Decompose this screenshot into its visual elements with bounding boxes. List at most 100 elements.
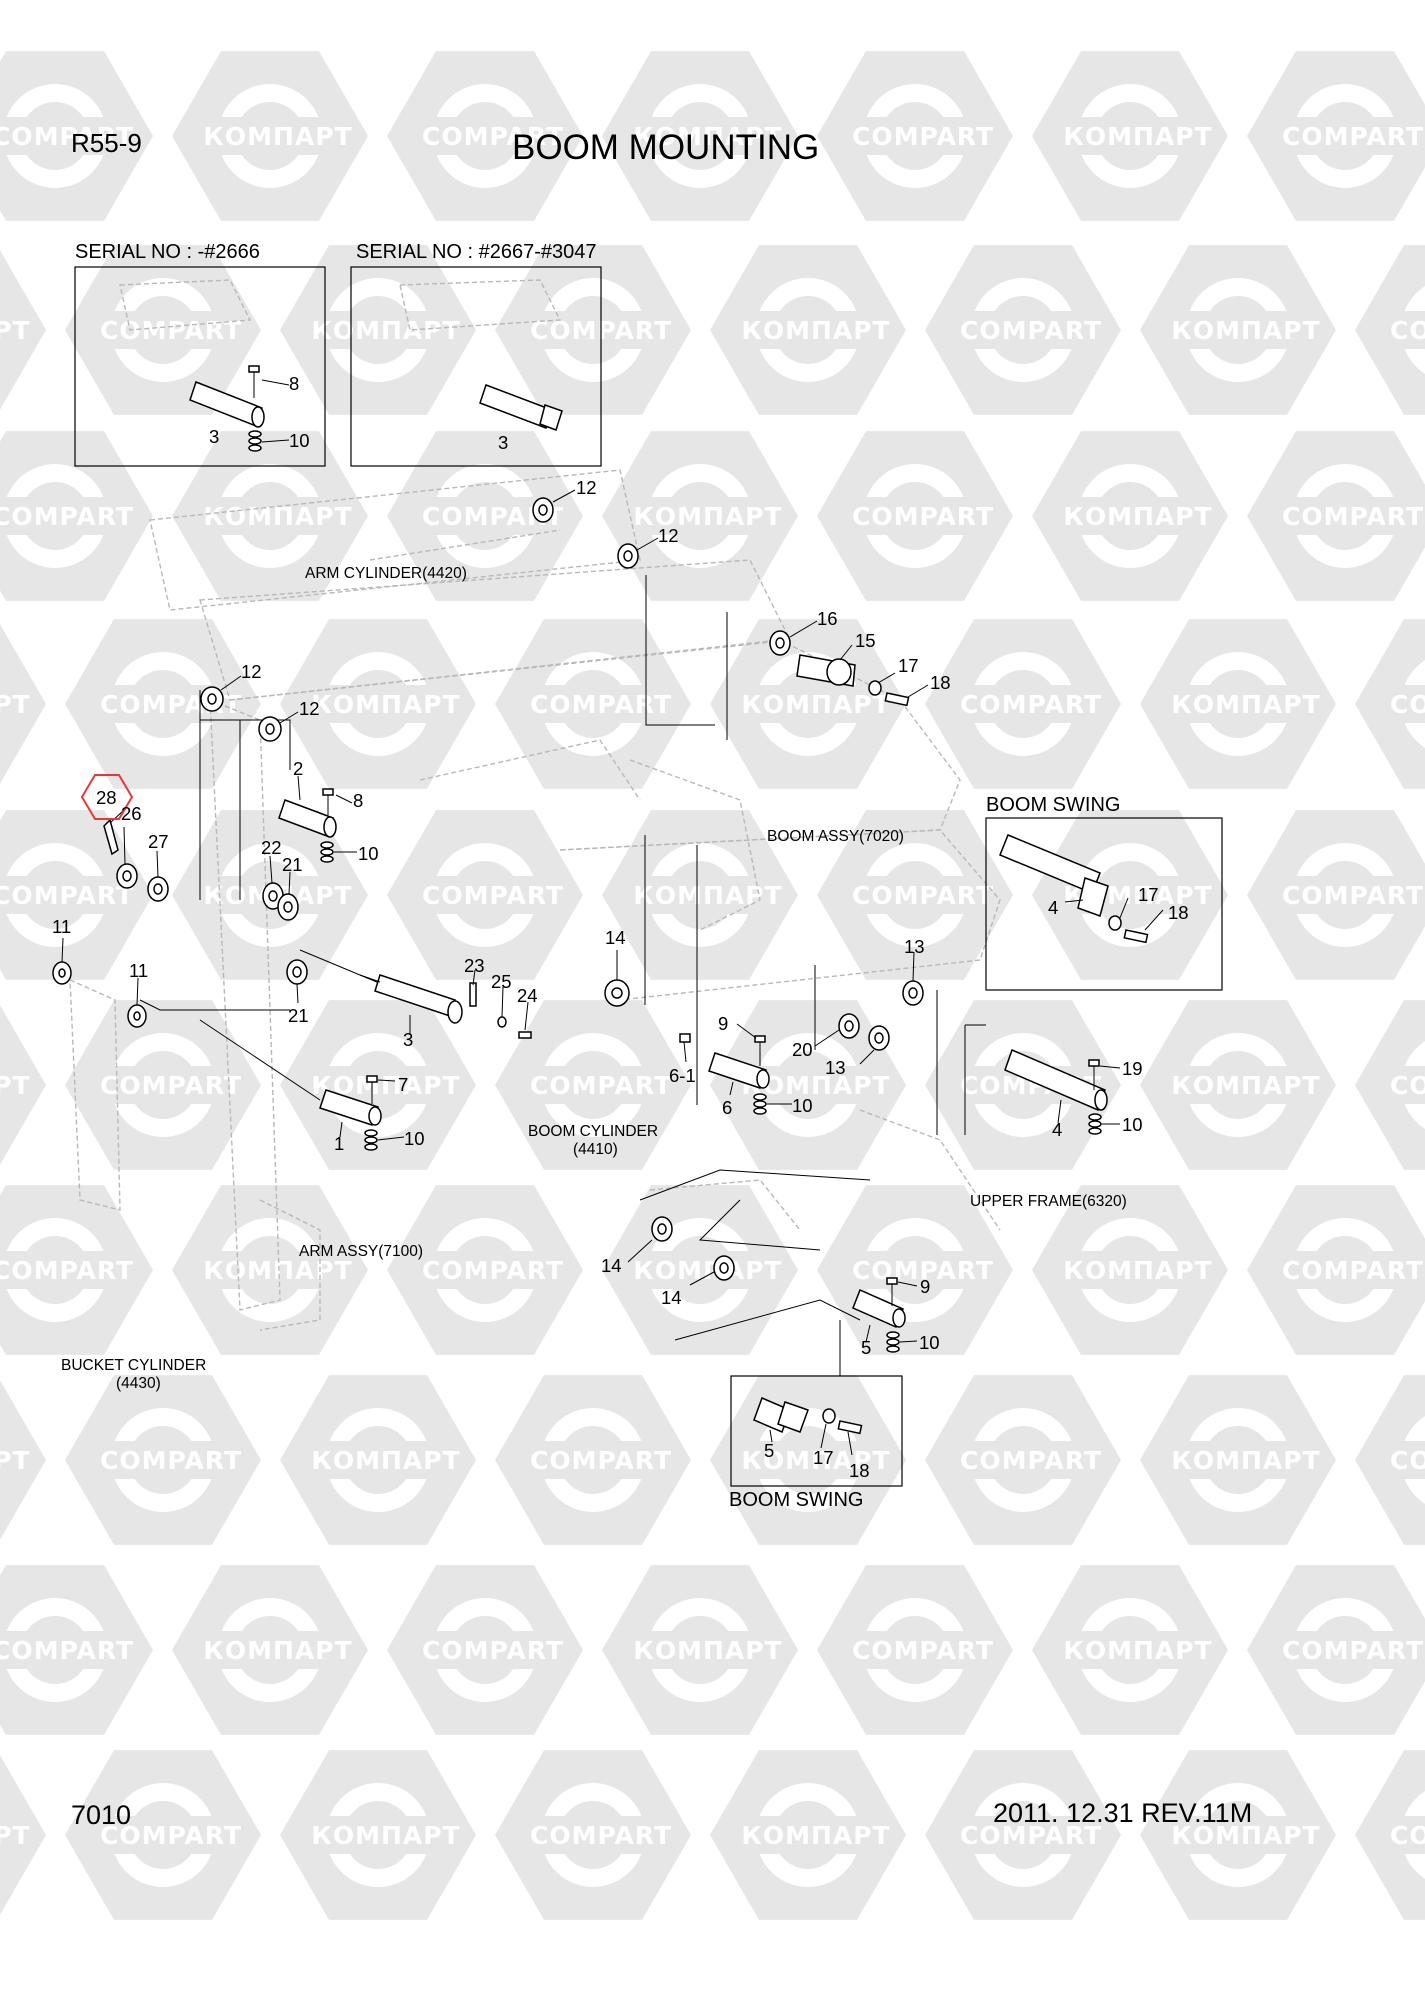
watermark-band: COMPART [422, 1631, 564, 1669]
serial-box-a [74, 266, 326, 467]
svg-text:КОМПАРТ: КОМПАРТ [741, 316, 890, 345]
callout: 10 [404, 1128, 425, 1149]
callout: 3 [498, 432, 508, 453]
svg-text:COMPART: COMPART [0, 881, 134, 910]
svg-text:COMPART: COMPART [100, 1071, 242, 1100]
svg-text:КОМПАРТ: КОМПАРТ [1171, 316, 1320, 345]
callout: 15 [855, 630, 876, 651]
watermark-band: COMPART [530, 1066, 672, 1104]
boom-cylinder-label: BOOM CYLINDER [528, 1123, 658, 1140]
callout-leaders [61, 379, 1164, 1456]
watermark-band: COMPART [422, 1251, 563, 1289]
callout: 14 [601, 1255, 622, 1276]
watermark-band: КОМПАРТ [311, 311, 460, 349]
watermark-band: COMPART [422, 497, 563, 535]
watermark-band: КОМПАРТ [741, 1441, 890, 1479]
svg-text:КОМПАРТ: КОМПАРТ [633, 1256, 782, 1285]
watermark-band: КОМПАРТ [311, 1441, 460, 1479]
callout: 5 [861, 1337, 871, 1358]
callout: 10 [358, 843, 379, 864]
watermark-band: КОМПАРТ [1171, 1441, 1320, 1479]
svg-text:КОМПАРТ: КОМПАРТ [741, 690, 890, 719]
watermark-band: COMPART [852, 1251, 993, 1289]
callout: 14 [661, 1287, 682, 1308]
svg-text:КОМПАРТ: КОМПАРТ [1063, 1636, 1212, 1665]
svg-text:COMPART: COMPART [1282, 122, 1424, 151]
svg-text:COMPART: COMPART [960, 1821, 1102, 1850]
callout: 11 [52, 916, 71, 937]
watermark-band: COMPART [1282, 1251, 1423, 1289]
svg-text:КОМПАРТ: КОМПАРТ [0, 690, 31, 719]
boom-swing-top-caption: BOOM SWING [986, 794, 1120, 816]
svg-text:КОМПАРТ: КОМПАРТ [311, 690, 460, 719]
watermark-band: COMPART [0, 1251, 133, 1289]
callout: 10 [792, 1095, 813, 1116]
watermark-band: COMPART [530, 1441, 672, 1479]
svg-text:КОМПАРТ: КОМПАРТ [0, 1446, 31, 1475]
callout: 16 [817, 608, 838, 629]
svg-text:COMPART: COMPART [530, 1071, 672, 1100]
svg-text:COMPART: COMPART [0, 122, 134, 151]
watermark-band: COMPART [852, 117, 994, 155]
callout: 12 [576, 477, 597, 498]
watermark-band: COMPART [852, 1631, 993, 1669]
page-title: BOOM MOUNTING [512, 128, 820, 167]
watermark-band: COMPART [100, 1816, 241, 1854]
svg-text:COMPART: COMPART [1390, 316, 1425, 345]
svg-text:COMPART: COMPART [960, 690, 1102, 719]
callout: 17 [1138, 884, 1159, 905]
svg-text:COMPART: COMPART [1282, 1636, 1424, 1665]
watermark-band: COMPART [1390, 685, 1425, 723]
watermark-band: COMPART [960, 1816, 1102, 1854]
callout: 1 [334, 1133, 344, 1154]
watermark-band: КОМПАРТ [1171, 685, 1320, 723]
svg-text:COMPART: COMPART [530, 1446, 672, 1475]
svg-text:COMPART: COMPART [960, 1446, 1102, 1475]
upper-frame-label: UPPER FRAME(6320) [970, 1193, 1127, 1210]
svg-text:КОМПАРТ: КОМПАРТ [311, 316, 460, 345]
watermark-band: COMPART [852, 497, 993, 535]
svg-text:COMPART: COMPART [1390, 1446, 1425, 1475]
sheet-number: 7010 [71, 1800, 132, 1830]
watermark-band: КОМПАРТ [1063, 497, 1212, 535]
svg-text:КОМПАРТ: КОМПАРТ [633, 502, 782, 531]
svg-text:КОМПАРТ: КОМПАРТ [1171, 1821, 1320, 1850]
watermark-band: COMPART [852, 876, 993, 914]
watermark-band: КОМПАРТ [741, 311, 890, 349]
watermark-band: COMPART [422, 876, 564, 914]
watermark-band: COMPART [1390, 1066, 1425, 1104]
callout: 11 [129, 960, 148, 981]
svg-text:КОМПАРТ: КОМПАРТ [0, 1821, 31, 1850]
watermark-band: КОМПАРТ [1171, 311, 1320, 349]
callout: 4 [1048, 897, 1058, 918]
svg-text:COMPART: COMPART [422, 881, 564, 910]
watermark-band: КОМПАРТ [0, 311, 30, 349]
svg-text:КОМПАРТ: КОМПАРТ [1063, 502, 1212, 531]
watermark-band: КОМПАРТ [741, 685, 890, 723]
svg-text:КОМПАРТ: КОМПАРТ [633, 122, 782, 151]
svg-text:COMPART: COMPART [422, 122, 564, 151]
svg-text:COMPART: COMPART [1282, 881, 1424, 910]
watermark-band: COMPART [960, 1441, 1102, 1479]
svg-text:КОМПАРТ: КОМПАРТ [1063, 122, 1212, 151]
callout: 9 [920, 1276, 930, 1297]
callout: 8 [353, 790, 363, 811]
svg-text:COMPART: COMPART [530, 1821, 672, 1850]
callout: 25 [491, 971, 512, 992]
callout: 21 [282, 854, 303, 875]
svg-text:COMPART: COMPART [422, 1636, 564, 1665]
watermark-band: КОМПАРТ [1063, 1631, 1212, 1669]
callout: 14 [605, 927, 626, 948]
callout: 4 [1052, 1119, 1062, 1140]
svg-text:COMPART: COMPART [0, 1636, 134, 1665]
svg-text:КОМПАРТ: КОМПАРТ [741, 1446, 890, 1475]
svg-text:COMPART: COMPART [100, 1446, 242, 1475]
callout: 7 [398, 1074, 408, 1095]
watermark-band: COMPART [0, 117, 134, 155]
callout: 3 [403, 1029, 413, 1050]
svg-text:COMPART: COMPART [852, 122, 994, 151]
svg-text:COMPART: COMPART [0, 502, 134, 531]
callout: 22 [261, 837, 282, 858]
callout: 12 [658, 525, 679, 546]
